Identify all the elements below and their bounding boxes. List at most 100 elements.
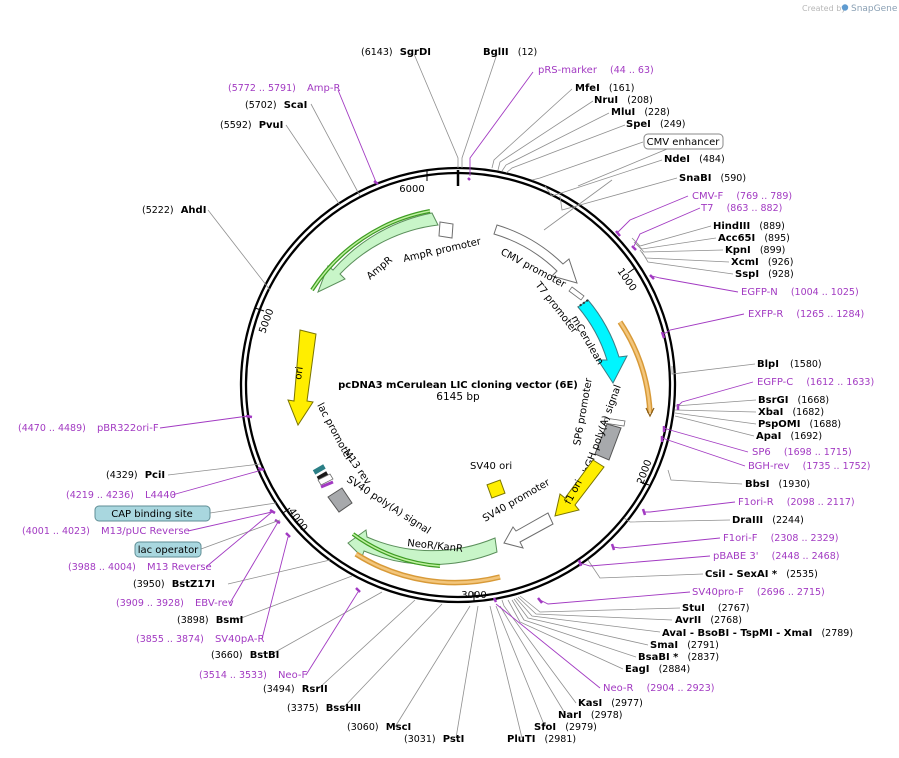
enzyme-label[interactable]: (3375) BssHII (287, 696, 361, 715)
ampr-promoter-arrow[interactable] (438, 221, 454, 239)
cap-site-label-box[interactable] (94, 505, 211, 522)
lac-promoter-arrow[interactable] (317, 473, 334, 486)
enzyme-label[interactable]: PluTI (2981) (507, 727, 576, 746)
leader-line (167, 463, 261, 476)
mcerulean-arrow[interactable] (577, 299, 628, 384)
primer-mark (649, 274, 655, 280)
primer-label[interactable]: SP6 (1698 .. 1715) (752, 440, 852, 459)
f1-ori-arrow[interactable] (554, 459, 605, 517)
enzyme-label[interactable]: BsaBI * (2837) (638, 645, 719, 664)
enzyme-position: (889) (759, 221, 785, 232)
enzyme-label[interactable]: (3060) MscI (347, 715, 411, 734)
primer-position: (863 .. 882) (727, 203, 783, 214)
enzyme-label[interactable]: (6143) SgrDI (361, 40, 431, 59)
cap-site-box[interactable] (312, 464, 326, 475)
primer-label[interactable]: T7 (863 .. 882) (700, 196, 782, 215)
enzyme-label[interactable]: BglII (12) (483, 40, 537, 59)
primer-label[interactable]: pRS-marker (44 .. 63) (538, 58, 654, 77)
primer-label[interactable]: CMV-F (769 .. 789) (692, 184, 792, 203)
primer-label[interactable]: pBABE 3' (2448 .. 2468) (713, 544, 839, 563)
enzyme-label[interactable]: Acc65I (895) (718, 226, 790, 245)
primer-mark (285, 532, 291, 538)
enzyme-label[interactable]: XbaI (1682) (758, 400, 824, 419)
enzyme-position: (3031) (404, 734, 436, 745)
sv40-polya-box[interactable] (327, 487, 353, 513)
bgh-polya-box[interactable] (594, 423, 622, 461)
enzyme-label[interactable]: ApaI (1692) (756, 424, 822, 443)
enzyme-label[interactable]: BbsI (1930) (745, 472, 810, 491)
enzyme-label[interactable]: NruI (208) (594, 88, 653, 107)
primer-label[interactable]: (3909 .. 3928) EBV-rev (116, 591, 234, 610)
primer-label[interactable]: (5772 .. 5791) Amp-R (228, 76, 340, 95)
primer-label[interactable]: (3855 .. 3874) SV40pA-R (136, 627, 264, 646)
primer-label[interactable]: Neo-R (2904 .. 2923) (603, 676, 714, 695)
primer-label[interactable]: SV40pro-F (2696 .. 2715) (692, 580, 825, 599)
enzyme-label[interactable]: AvaI - BsoBI - TspMI - XmaI (2789) (662, 621, 853, 640)
primer-label[interactable]: EGFP-C (1612 .. 1633) (757, 370, 874, 389)
enzyme-label[interactable]: (4329) PciI (106, 463, 165, 482)
leader-line (200, 519, 281, 550)
enzyme-label[interactable]: (3660) BstBI (211, 643, 279, 662)
enzyme-label[interactable]: CsiI - SexAI * (2535) (705, 562, 818, 581)
enzyme-label[interactable]: (5592) PvuI (220, 113, 283, 132)
primer-label[interactable]: F1ori-F (2308 .. 2329) (723, 526, 838, 545)
lac-operator-box[interactable] (316, 471, 329, 481)
enzyme-label[interactable]: (3950) BstZ17I (133, 572, 215, 591)
ori-arrow[interactable] (287, 329, 317, 427)
enzyme-label[interactable]: KasI (2977) (578, 691, 643, 710)
enzyme-label[interactable]: MfeI (161) (575, 76, 634, 95)
enzyme-label[interactable]: SnaBI (590) (679, 166, 746, 185)
ampr-arrow[interactable] (317, 212, 439, 293)
enzyme-label[interactable]: (3494) RsrII (263, 677, 328, 696)
t7-promoter-arrow[interactable] (568, 286, 585, 301)
enzyme-label[interactable]: SpeI (249) (626, 112, 686, 131)
cmv-enhancer-box[interactable] (643, 133, 724, 150)
enzyme-label[interactable]: StuI (2767) (682, 596, 750, 615)
primer-label[interactable]: BGH-rev (1735 .. 1752) (748, 454, 870, 473)
enzyme-name: BlpI (757, 359, 779, 370)
sp6-promoter-arrow[interactable] (603, 417, 626, 427)
enzyme-label[interactable]: DraIII (2244) (732, 508, 804, 527)
enzyme-label[interactable]: SfoI (2979) (534, 715, 597, 734)
primer-label[interactable]: (4001 .. 4023) M13/pUC Reverse (22, 519, 190, 538)
enzyme-label[interactable]: MluI (228) (611, 100, 670, 119)
sv40-ori-box[interactable] (486, 479, 506, 499)
enzyme-position: (6143) (361, 47, 393, 58)
primer-position: (3909 .. 3928) (116, 598, 184, 609)
enzyme-label[interactable]: SspI (928) (735, 262, 794, 281)
leader-lines (159, 53, 757, 739)
enzyme-label[interactable]: HindIII (889) (713, 214, 785, 233)
neor-kanr-arrow[interactable] (347, 529, 498, 566)
primer-label[interactable]: (3514 .. 3533) Neo-F (199, 663, 307, 682)
primer-label[interactable]: (4219 .. 4236) L4440 (66, 483, 176, 502)
enzyme-label[interactable]: BlpI (1580) (757, 352, 822, 371)
enzyme-label[interactable]: PspOMI (1688) (758, 412, 841, 431)
primer-name: SV40pA-R (215, 634, 264, 645)
enzyme-label[interactable]: XcmI (926) (731, 250, 793, 269)
primer-label[interactable]: (3988 .. 4004) M13 Reverse (68, 555, 212, 574)
enzyme-label[interactable]: (5702) ScaI (245, 93, 307, 112)
enzyme-label[interactable]: AvrII (2768) (675, 608, 742, 627)
primer-label[interactable]: EGFP-N (1004 .. 1025) (741, 280, 859, 299)
enzyme-label[interactable]: NdeI (484) (664, 147, 725, 166)
ampr-promoter-label: AmpR promoter (402, 236, 483, 265)
enzyme-name: PciI (145, 470, 165, 481)
enzyme-label[interactable]: EagI (2884) (625, 657, 690, 676)
primer-label[interactable]: EXFP-R (1265 .. 1284) (748, 302, 864, 321)
enzyme-label[interactable]: SmaI (2791) (650, 633, 719, 652)
enzyme-label[interactable]: KpnI (899) (725, 238, 785, 257)
primer-name: Neo-R (603, 683, 634, 694)
enzyme-label[interactable]: NarI (2978) (558, 703, 622, 722)
enzyme-position: (1688) (810, 419, 842, 430)
snapgene-credit: Created by SnapGene (802, 4, 898, 14)
primer-label[interactable]: F1ori-R (2098 .. 2117) (738, 490, 855, 509)
enzyme-label[interactable]: (5222) AhdI (142, 198, 206, 217)
enzyme-label[interactable]: (3031) PstI (404, 727, 464, 746)
enzyme-name: PvuI (259, 120, 284, 131)
primer-label[interactable]: (4470 .. 4489) pBR322ori-F (18, 416, 159, 435)
lac-operator-label-box[interactable] (134, 541, 202, 558)
enzyme-label[interactable]: BsrGI (1668) (758, 388, 829, 407)
cmv-promoter-arrow[interactable] (493, 224, 578, 284)
enzyme-label[interactable]: (3898) BsmI (177, 608, 243, 627)
sv40-promoter-arrow[interactable] (503, 512, 554, 549)
